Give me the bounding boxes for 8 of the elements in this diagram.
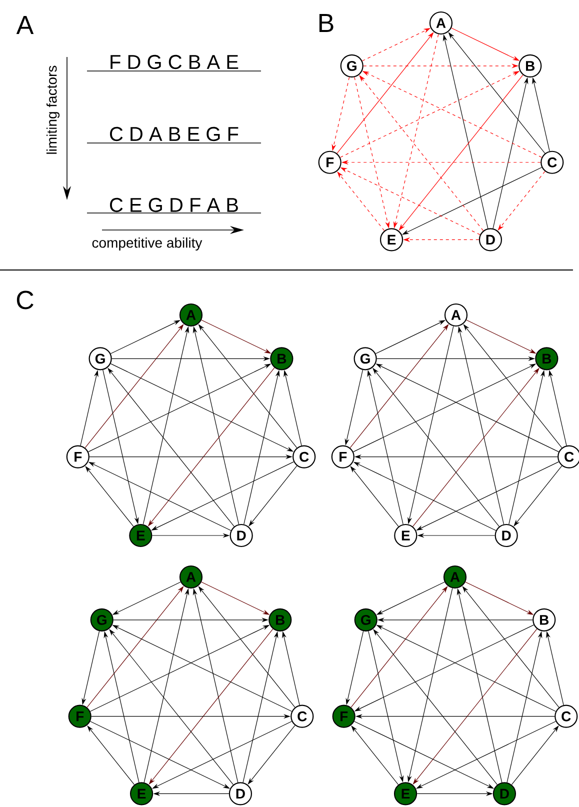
panel-letter: A [16,16,34,34]
sequence-label: C E G D F A B [110,198,238,212]
panel-letter: B [319,14,334,32]
axis-label: competitive ability [92,237,202,251]
sequence-label: F D G C B A E [110,54,238,70]
sequence-label: C D A B E G F [110,126,238,142]
panel-letter: C [16,290,34,310]
axis-label: limiting factors [46,66,60,154]
